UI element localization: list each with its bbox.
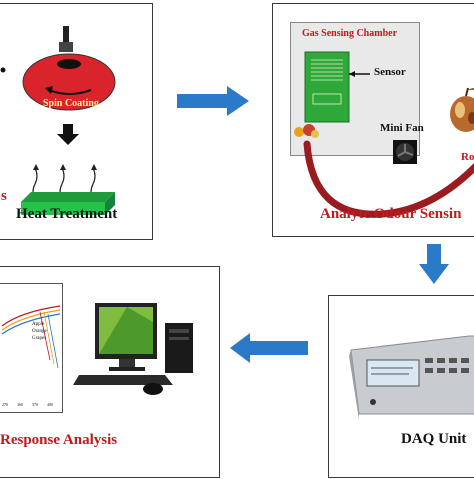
left-arrow-icon [230, 333, 308, 363]
daq-unit-panel: DAQ Unit [328, 295, 474, 478]
apple-icon [450, 87, 474, 132]
spin-coating-panel: Spin Coating s Heat Treatment [0, 3, 153, 240]
down-step-arrow [63, 124, 73, 134]
heat-treatment-label: Heat Treatment [16, 206, 118, 222]
right-arrow-icon [177, 86, 249, 116]
legend-apple: Apple [32, 322, 45, 327]
partial-left-label: s [1, 188, 7, 204]
response-plot: Apple Orange Grapes 270 360 370 400 [0, 283, 63, 413]
response-curves [1, 305, 61, 369]
x-tick-2: 360 [17, 402, 23, 407]
spin-coating-label: Spin Coating [43, 98, 99, 109]
fan-label: Mini Fan [380, 122, 424, 134]
daq-device-illustration [349, 335, 474, 420]
response-analysis-panel: Apple Orange Grapes 270 360 370 400 Resp… [0, 266, 220, 478]
partial-right-label: Ro [461, 151, 474, 163]
heater-block [21, 202, 105, 215]
fruit-thumbnail [294, 127, 304, 137]
response-analysis-caption: Response Analysis [0, 432, 118, 448]
sensor-label: Sensor [374, 66, 406, 78]
spin-chuck [57, 59, 81, 69]
down-arrow-icon [419, 244, 449, 284]
daq-display [366, 359, 420, 387]
computer-illustration [73, 303, 193, 395]
monitor-icon [95, 303, 157, 371]
dropper [63, 26, 69, 50]
spin-disc [22, 53, 116, 111]
rotation-arrow [48, 89, 92, 95]
x-tick-4: 400 [47, 402, 53, 407]
chamber-title: Gas Sensing Chamber [302, 28, 398, 39]
keyboard [73, 375, 173, 385]
gas-sensing-panel: Gas Sensing Chamber Sensor Mini Fa [272, 3, 474, 237]
x-tick-1: 270 [2, 402, 8, 407]
odour-flow-curve [303, 140, 474, 218]
legend-grapes: Grapes [32, 336, 47, 341]
mouse-icon [143, 383, 163, 395]
sensor [304, 51, 350, 123]
analyte-odour-caption: Analyte Odour Sensin [320, 206, 462, 222]
legend-orange: Orange [32, 329, 47, 334]
heater-top [21, 192, 115, 202]
x-tick-3: 370 [32, 402, 38, 407]
daq-unit-caption: DAQ Unit [401, 431, 467, 447]
chamber-illustration [294, 51, 474, 218]
spin-coating-illustration [0, 26, 116, 215]
